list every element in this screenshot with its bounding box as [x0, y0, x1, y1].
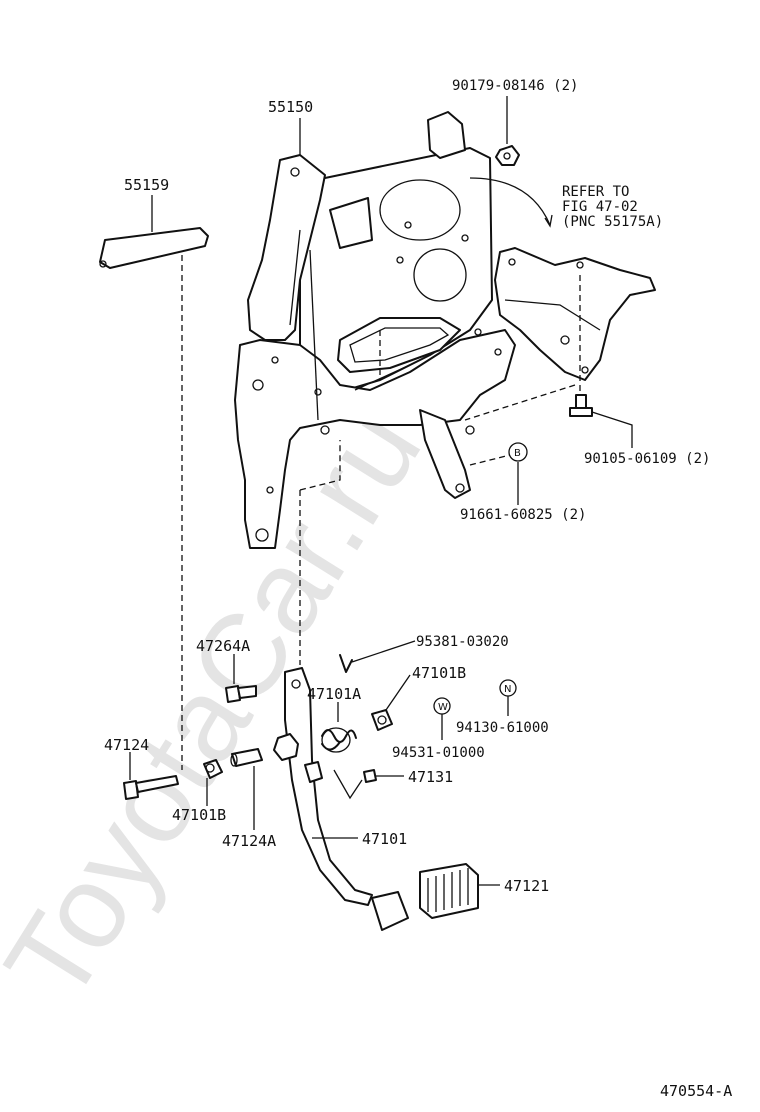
pedal-pad-47121[interactable] — [419, 863, 479, 919]
part-labels: 55150 55159 90179-08146 (2) REFER TO FIG… — [104, 78, 732, 1100]
marker-w: W — [433, 697, 451, 715]
bushing-47101B-upper[interactable] — [371, 709, 393, 731]
refer-arrow — [469, 177, 551, 226]
refer-note-line3: (PNC 55175A) — [562, 214, 663, 230]
diagram-id: 470554-A — [660, 1082, 732, 1100]
stopper-bar-55159[interactable] — [99, 227, 209, 269]
label-47101A: 47101A — [307, 685, 361, 703]
bolt-90105-06109[interactable] — [569, 394, 593, 417]
marker-n: N — [499, 679, 517, 697]
label-95381-03020: 95381-03020 — [416, 634, 509, 650]
bolt-47264A[interactable] — [225, 685, 257, 703]
label-94130-61000: 94130-61000 — [456, 720, 549, 736]
label-91661-60825: 91661-60825 (2) — [460, 507, 586, 523]
spring-47101A[interactable] — [321, 727, 357, 753]
label-47101B-lower: 47101B — [172, 806, 226, 824]
label-47131: 47131 — [408, 768, 453, 786]
clip-95381-03020[interactable] — [339, 654, 353, 673]
label-90179-08146: 90179-08146 (2) — [452, 78, 578, 94]
svg-text:W: W — [438, 702, 448, 713]
label-94531-01000: 94531-01000 — [392, 745, 485, 761]
label-47264A: 47264A — [196, 637, 250, 655]
svg-text:B: B — [514, 448, 521, 459]
refer-note-line1: REFER TO — [562, 184, 629, 200]
label-47124A: 47124A — [222, 832, 276, 850]
label-55150: 55150 — [268, 98, 313, 116]
pedal-bracket-55150[interactable] — [234, 111, 516, 549]
label-47124: 47124 — [104, 736, 149, 754]
refer-bracket-55175A[interactable] — [494, 247, 656, 381]
collar-47124A[interactable] — [230, 748, 263, 767]
refer-note-line2: FIG 47-02 — [562, 199, 638, 215]
watermark: ToyotaCar.ru — [0, 386, 447, 1023]
label-55159: 55159 — [124, 176, 169, 194]
cushion-47131[interactable] — [333, 769, 404, 800]
label-47101: 47101 — [362, 830, 407, 848]
label-47121: 47121 — [504, 877, 549, 895]
bolt-47124[interactable] — [123, 775, 179, 800]
nut-90179-08146[interactable] — [495, 145, 520, 166]
bushing-47101B-lower[interactable] — [203, 759, 223, 779]
marker-b: B — [508, 442, 528, 462]
assembly-dash-lines — [181, 255, 581, 770]
label-90105-06109: 90105-06109 (2) — [584, 451, 710, 467]
svg-text:N: N — [504, 684, 511, 695]
label-47101B-upper: 47101B — [412, 664, 466, 682]
clutch-pedal-47101[interactable] — [273, 667, 409, 931]
